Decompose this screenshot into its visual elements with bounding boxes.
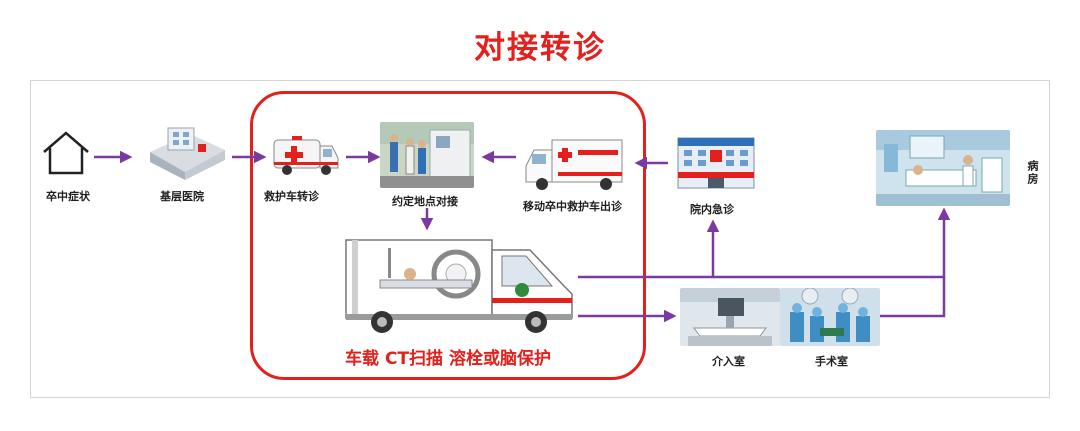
label-ward: 病房 [1024,160,1040,186]
ct-truck-image [340,228,578,340]
hospital-emergency-image [668,128,764,194]
meeting-point-image [380,122,474,188]
label-stroke-symptom: 卒中症状 [46,188,90,204]
house-icon [40,130,92,176]
ward-image [876,130,1010,206]
interventional-room-image [680,288,780,346]
primary-hospital-image [140,122,230,182]
label-meeting-point: 约定地点对接 [392,193,458,209]
line-or-to-ward [880,277,944,316]
onboard-caption: 车载 CT扫描 溶栓或脑保护 [262,344,634,369]
line-truck-to-ward [578,210,944,277]
label-ambulance-transfer: 救护车转诊 [264,188,319,204]
label-primary-hospital: 基层医院 [160,188,204,204]
ambulance-image [270,132,342,180]
label-interventional-room: 介入室 [712,353,745,369]
label-hospital-emergency: 院内急诊 [690,201,734,217]
mobile-stroke-unit-image [522,134,626,194]
label-operating-room: 手术室 [815,353,848,369]
operating-room-image [780,288,880,346]
label-mobile-stroke-unit: 移动卒中救护车出诊 [523,198,622,214]
